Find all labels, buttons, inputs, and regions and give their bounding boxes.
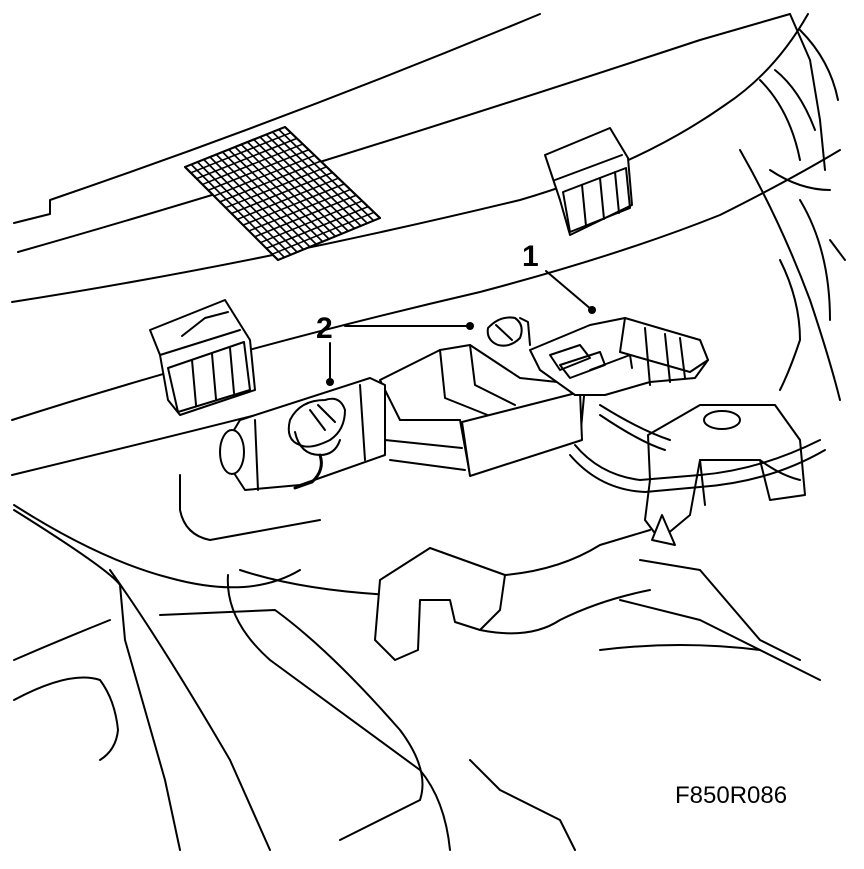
grille-line [246, 141, 343, 235]
left-air-vent [149, 299, 256, 416]
callout-2-label: 2 [316, 312, 333, 345]
floor-bracket [374, 529, 821, 681]
wiring-harness [569, 404, 826, 493]
grille-line [278, 128, 375, 222]
speaker-grille [184, 126, 381, 261]
grille-line [271, 211, 375, 255]
callout-1-label: 1 [522, 240, 539, 273]
mounting-bracket [644, 404, 806, 546]
steering-column-area [759, 13, 846, 391]
figure-id: F850R086 [675, 782, 787, 809]
grille-line [248, 188, 351, 232]
callout-leaders [326, 270, 596, 386]
grille-line [237, 177, 339, 221]
connector-plug [529, 317, 709, 396]
grille-line [271, 131, 368, 224]
right-screw [486, 316, 531, 347]
grille-line [265, 133, 362, 227]
grille-line [259, 136, 356, 230]
grille-line [240, 143, 336, 237]
left-screw [287, 397, 346, 490]
grille-line [242, 183, 345, 226]
grille-line [266, 205, 369, 250]
grille-line [253, 138, 349, 232]
grille-line [231, 171, 333, 215]
lower-trim-panel [13, 474, 576, 851]
connector-housing [379, 344, 586, 477]
grille-line [260, 200, 363, 244]
right-air-vent [544, 127, 633, 236]
grille-line [254, 194, 357, 238]
